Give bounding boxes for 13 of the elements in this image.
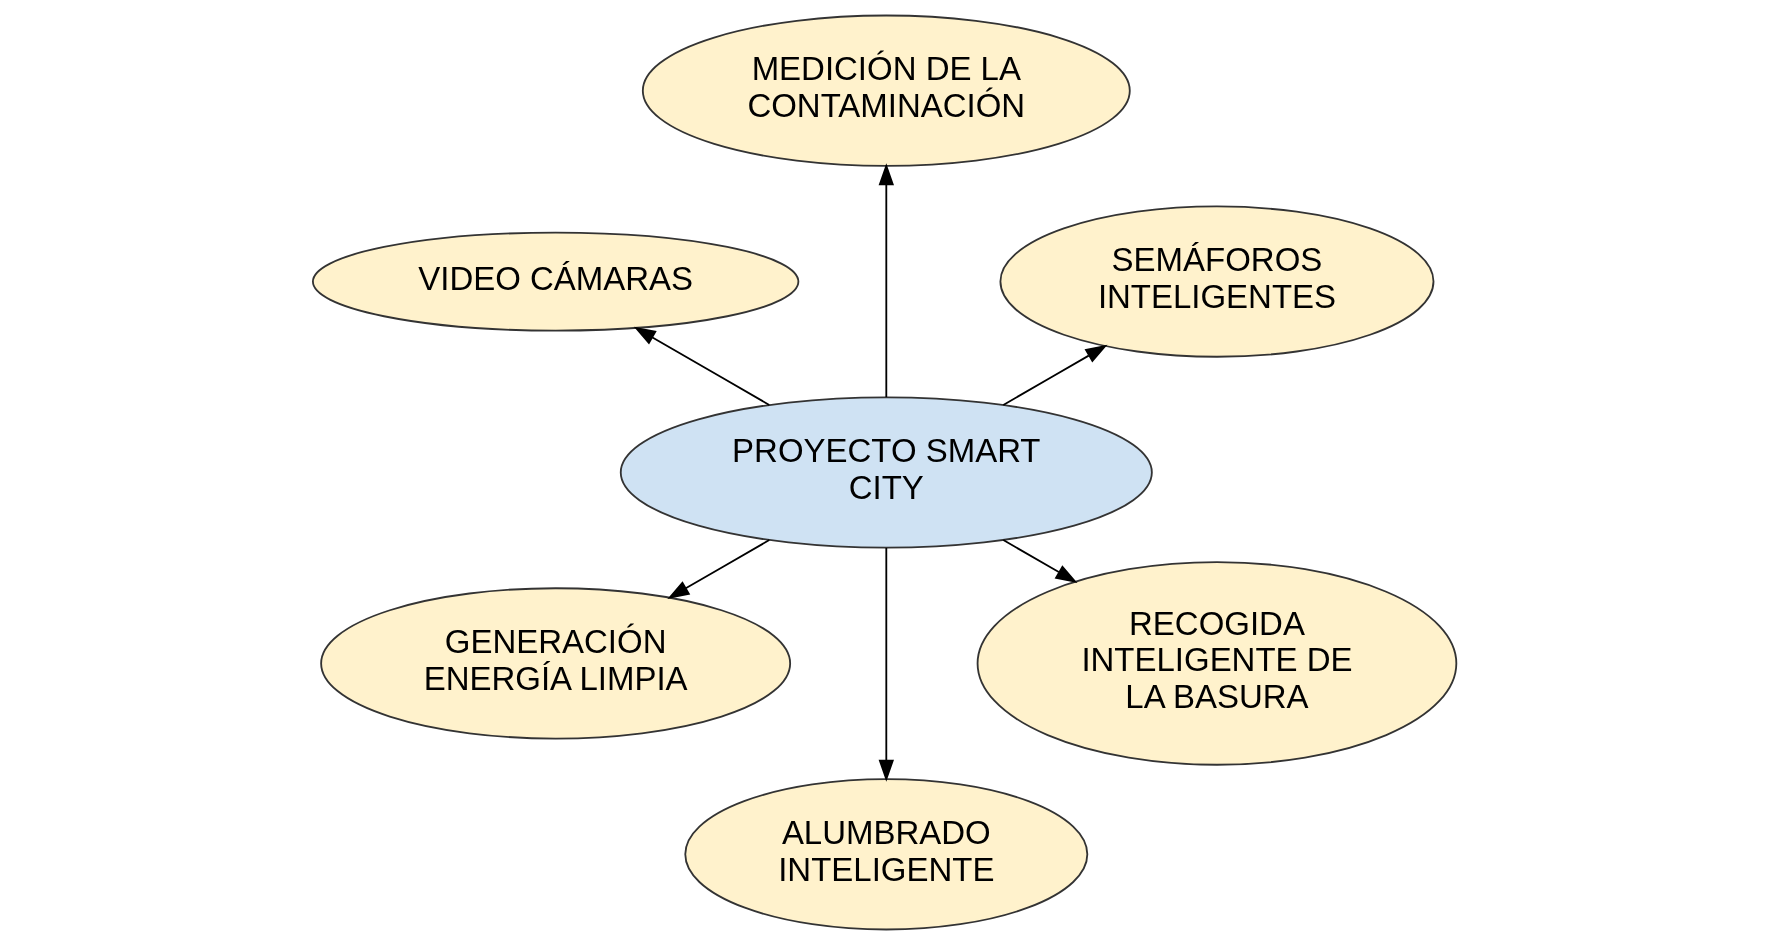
node-ellipse: VIDEO CÁMARAS [312,231,800,332]
node-ellipse: PROYECTO SMART CITY [619,396,1153,549]
node-ellipse: MEDICIÓN DE LA CONTAMINACIÓN [641,14,1131,167]
node-ellipse: GENERACIÓN ENERGÍA LIMPIA [320,587,792,740]
node-ellipse: RECOGIDA INTELIGENTE DE LA BASURA [976,561,1458,766]
arrow [1002,539,1078,583]
node-ellipse: SEMÁFOROS INTELIGENTES [999,205,1435,358]
arrow [667,539,771,599]
arrow [878,547,894,782]
arrow [878,163,894,398]
arrow [1002,344,1108,406]
arrow [633,326,771,406]
node-ellipse: ALUMBRADO INTELIGENTE [684,778,1089,931]
